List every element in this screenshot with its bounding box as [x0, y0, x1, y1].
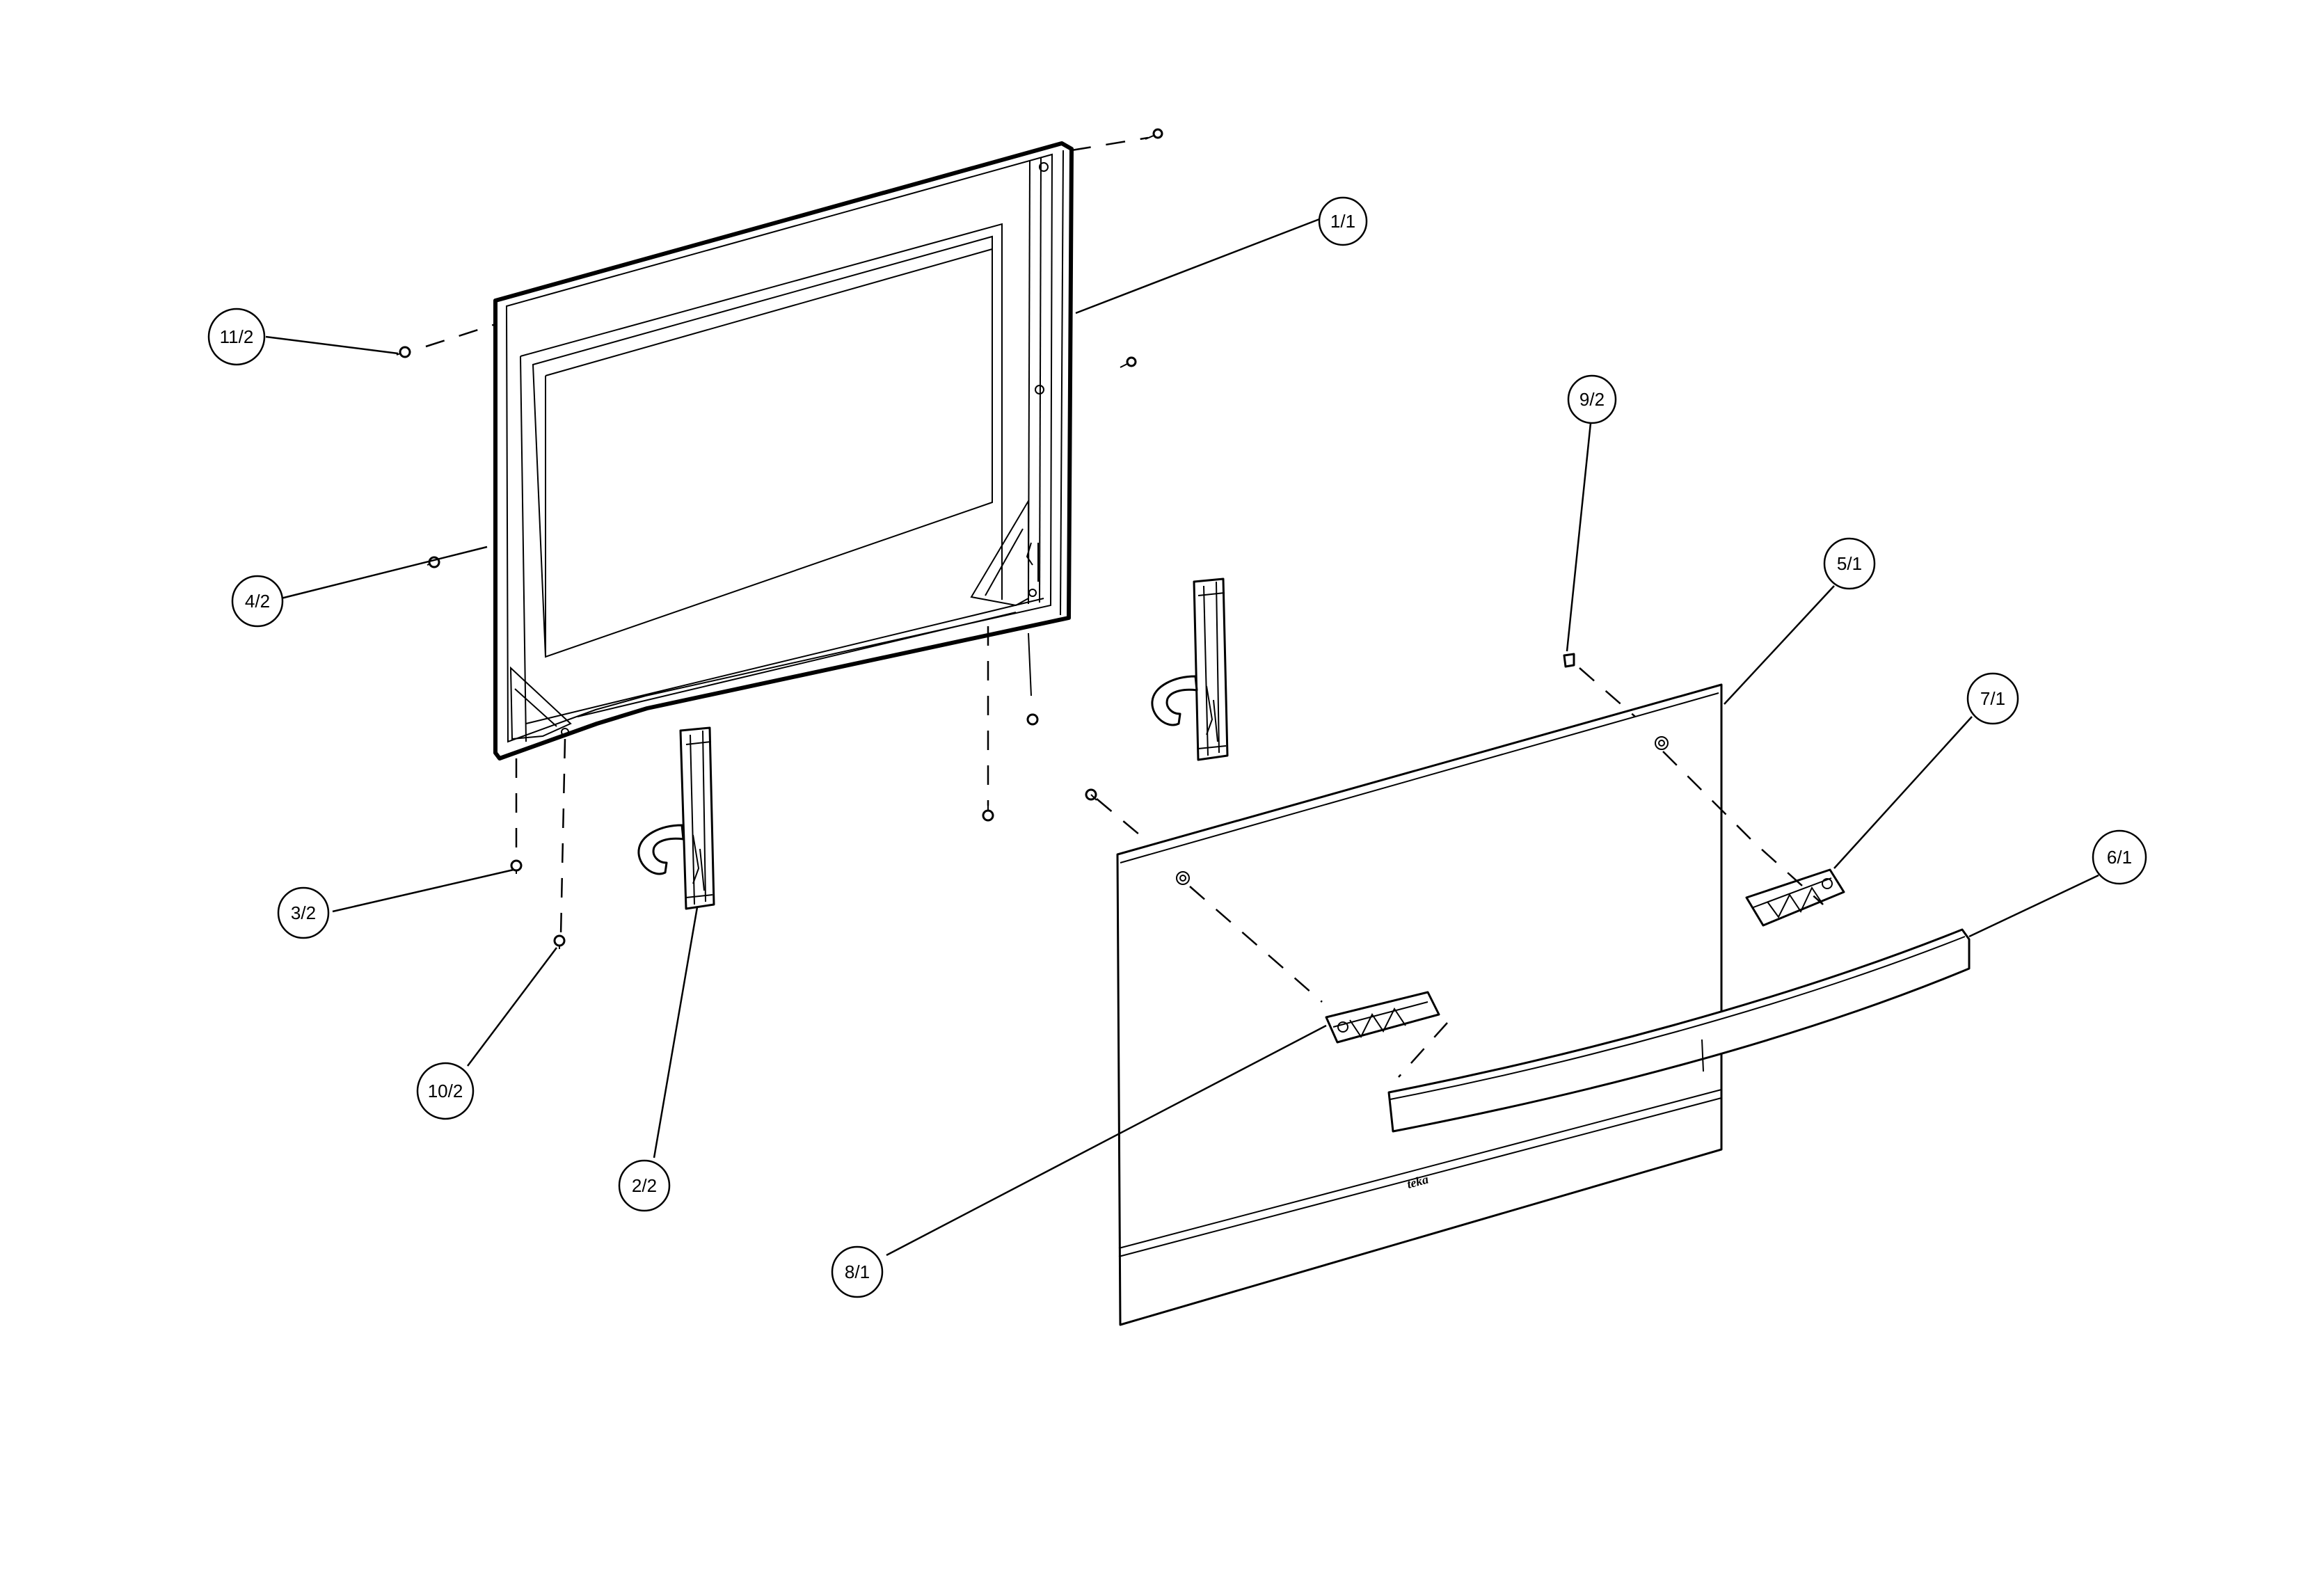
assembly-lines — [425, 136, 1824, 1078]
svg-text:3/2: 3/2 — [291, 902, 316, 923]
callout-9-2: 9/2 — [1567, 374, 1617, 424]
leader-lines — [265, 216, 2099, 1257]
svg-text:9/2: 9/2 — [1579, 389, 1605, 410]
callout-8-1: 8/1 — [831, 1245, 884, 1298]
svg-text:10/2: 10/2 — [428, 1081, 463, 1101]
callout-7-1: 7/1 — [1966, 672, 2019, 725]
svg-text:8/1: 8/1 — [845, 1261, 870, 1282]
hinge-right — [1151, 578, 1229, 761]
svg-text:1/1: 1/1 — [1330, 211, 1355, 232]
callout-6-1: 6/1 — [2092, 829, 2147, 885]
svg-text:6/1: 6/1 — [2107, 847, 2132, 868]
callout-4-2: 4/2 — [231, 575, 284, 628]
callout-3-2: 3/2 — [277, 886, 330, 939]
screws — [396, 128, 1575, 949]
callout-2-2: 2/2 — [618, 1159, 671, 1212]
svg-text:5/1: 5/1 — [1837, 553, 1862, 574]
svg-text:7/1: 7/1 — [1980, 688, 2005, 709]
svg-text:11/2: 11/2 — [220, 326, 254, 347]
door-handle — [1387, 928, 1971, 1133]
inner-door-frame — [493, 141, 1074, 760]
svg-text:4/2: 4/2 — [245, 591, 270, 612]
callout-10-2: 10/2 — [416, 1062, 475, 1120]
callout-11-2: 11/2 — [207, 308, 266, 366]
callout-1-1: 1/1 — [1318, 196, 1368, 246]
handle-bracket-left — [1325, 991, 1440, 1044]
svg-text:2/2: 2/2 — [632, 1175, 657, 1196]
callout-5-1: 5/1 — [1823, 537, 1876, 590]
hinge-left — [637, 726, 715, 910]
handle-bracket-right — [1745, 868, 1845, 927]
